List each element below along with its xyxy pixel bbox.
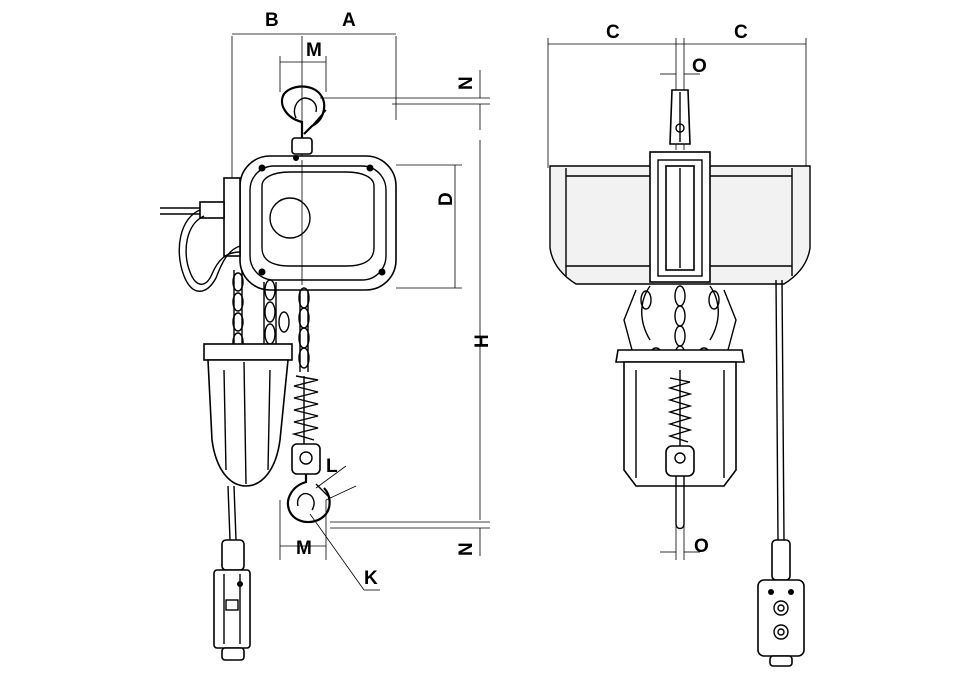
label-k: K [364, 568, 378, 589]
power-cable [160, 201, 241, 292]
label-c-left: C [606, 22, 620, 43]
chain-bucket [203, 343, 293, 487]
load-chain [298, 287, 310, 372]
front-hoist-body [549, 151, 811, 285]
label-o-bottom: O [694, 536, 709, 557]
front-view: C C O O [547, 22, 811, 667]
label-l: L [326, 456, 338, 477]
front-pendant-control [757, 279, 805, 667]
front-spring-hook [660, 370, 700, 560]
side-view-bottom-dimensions [279, 465, 380, 591]
label-n-top: N [456, 76, 477, 90]
side-view-vertical-dimensions [320, 70, 490, 556]
front-top-hook [669, 89, 691, 145]
label-h: H [472, 334, 493, 348]
label-c-right: C [734, 22, 748, 43]
chain-spring [291, 375, 319, 444]
pendant-control [213, 485, 251, 661]
label-d: D [436, 192, 457, 206]
label-a: A [342, 10, 356, 31]
label-m-top: M [306, 40, 322, 61]
top-hook [280, 85, 327, 155]
motor-housing [223, 155, 397, 291]
label-o-top: O [692, 56, 707, 77]
label-n-bottom: N [456, 542, 477, 556]
label-m-bottom: M [296, 538, 312, 559]
label-b: B [265, 10, 279, 31]
bottom-hook [286, 443, 331, 524]
side-view: B A M N D H L M N K [160, 10, 493, 661]
